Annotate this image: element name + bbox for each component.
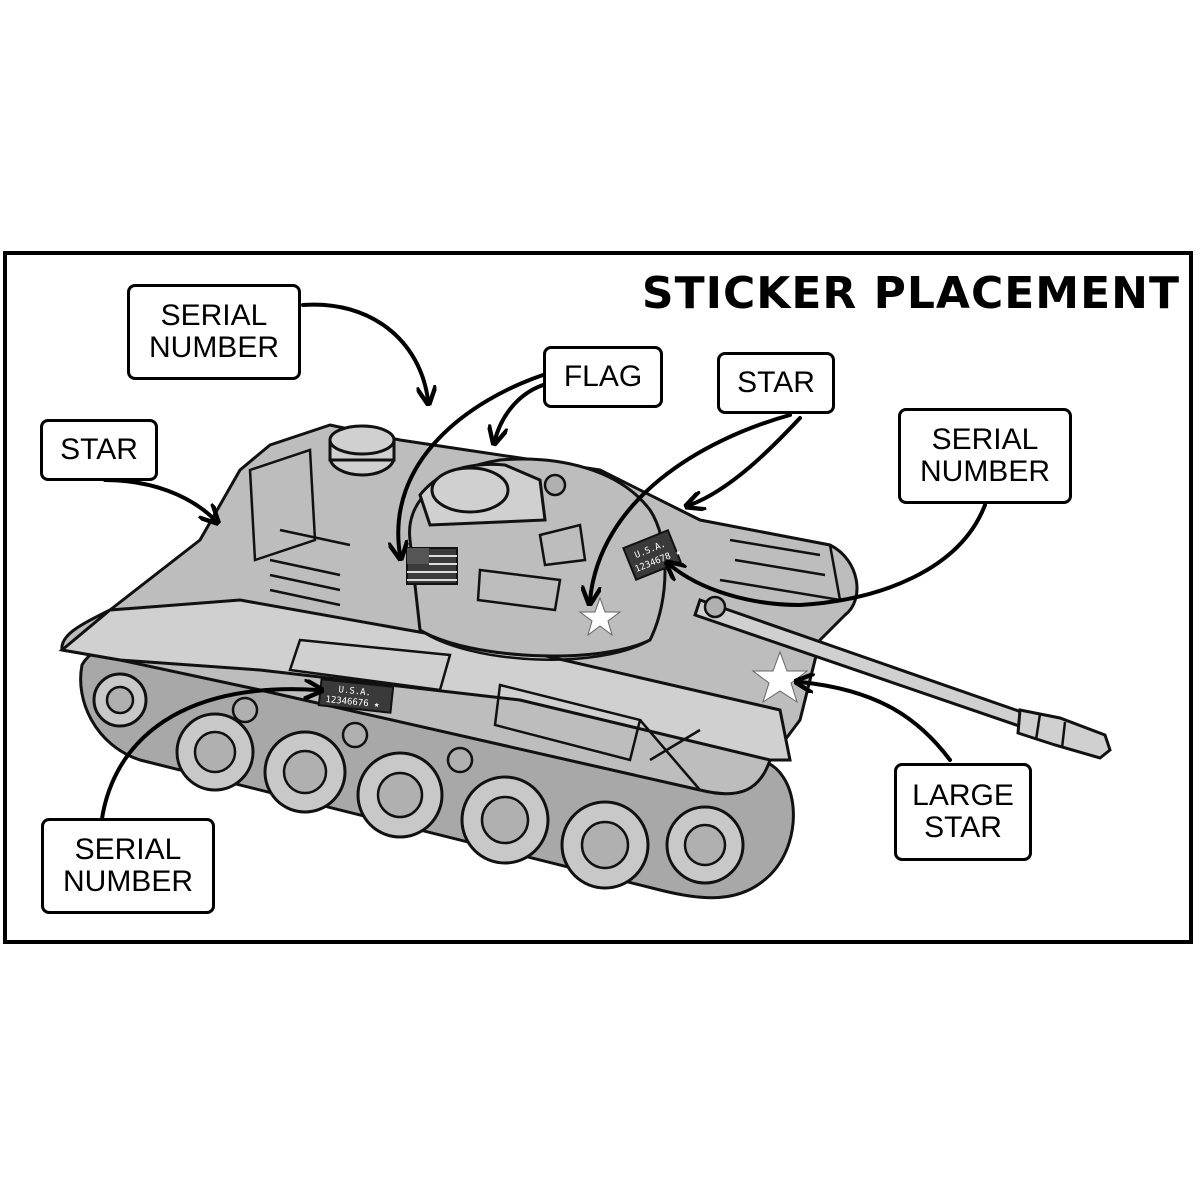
callout-flag: FLAG <box>543 346 663 408</box>
callout-line: NUMBER <box>148 331 279 364</box>
callout-arrows <box>98 302 987 847</box>
diagram-title: STICKER PLACEMENT <box>641 268 1180 319</box>
callout-line: LARGE <box>912 779 1014 812</box>
hull-serial-sticker: U.S.A. 12346676 ★ <box>317 678 395 714</box>
hatch <box>328 424 396 477</box>
hull-serial-line1: U.S.A. <box>338 685 371 698</box>
flag-sticker <box>406 547 458 585</box>
callout-line: SERIAL <box>931 423 1039 456</box>
callout-line: SERIAL <box>74 833 182 866</box>
road-wheels <box>92 672 745 890</box>
gun-barrel <box>693 595 1112 760</box>
callout-line: SERIAL <box>160 299 268 332</box>
callout-line: NUMBER <box>62 865 193 898</box>
star-sticker-turret <box>578 596 622 637</box>
callout-line: FLAG <box>563 360 643 393</box>
callout-line: STAR <box>737 366 815 399</box>
callout-star-top: STAR <box>717 352 835 414</box>
callout-line: STAR <box>60 433 138 466</box>
callout-line: NUMBER <box>919 455 1050 488</box>
callout-line: STAR <box>924 811 1002 844</box>
callout-star-left: STAR <box>40 419 158 481</box>
large-star-sticker <box>751 650 809 704</box>
